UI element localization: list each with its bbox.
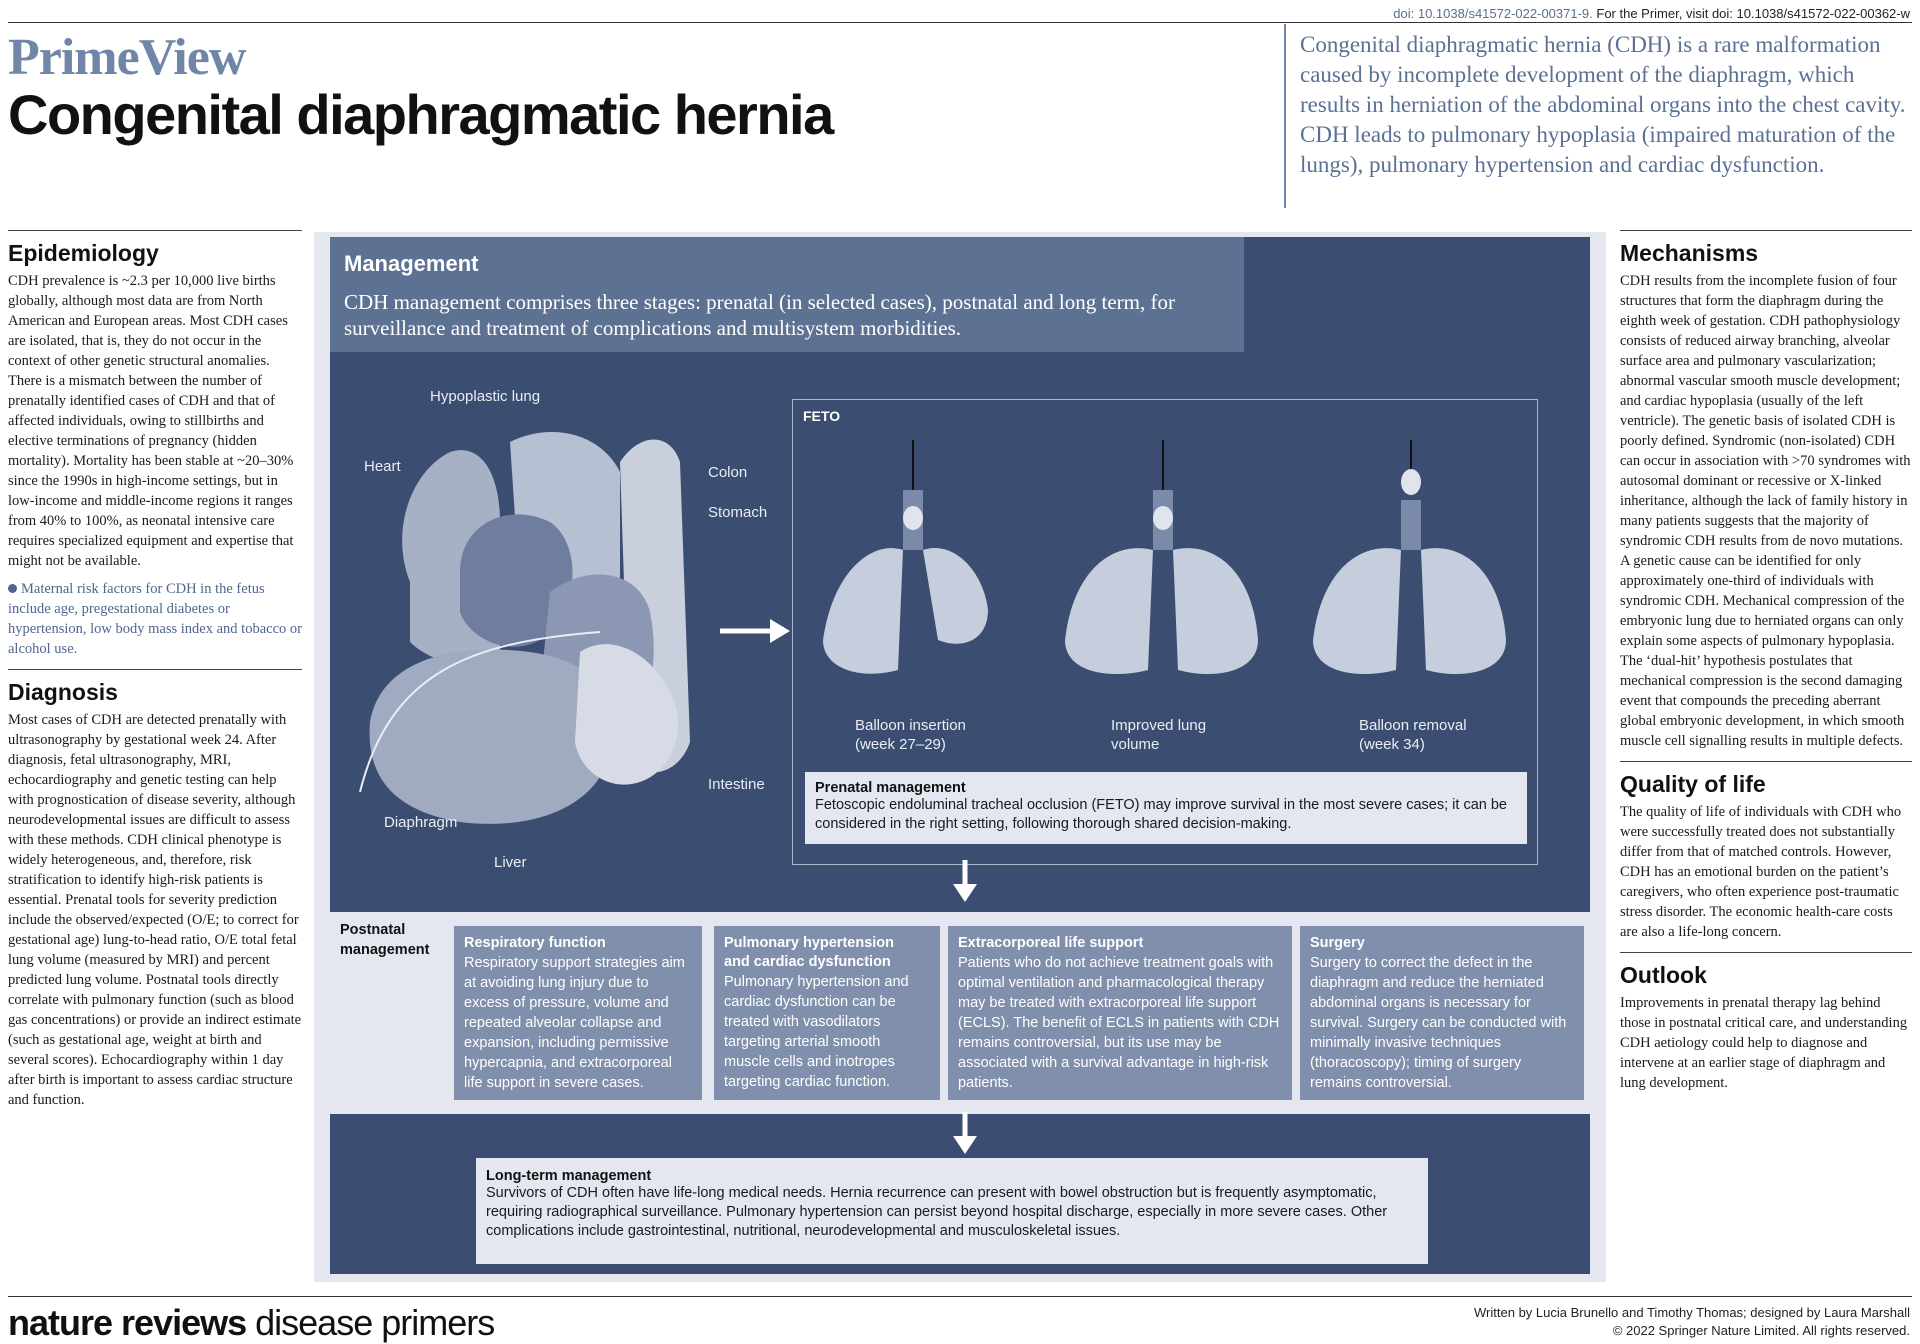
label-intestine: Intestine bbox=[708, 776, 765, 793]
intestine-shape bbox=[575, 644, 679, 785]
epidemiology-text: CDH prevalence is ~2.3 per 10,000 live b… bbox=[8, 273, 294, 569]
card-title-line2: and cardiac dysfunction bbox=[724, 954, 891, 970]
diagnosis-text: Most cases of CDH are detected prenatall… bbox=[8, 712, 302, 1108]
bullet-dot-icon bbox=[8, 584, 17, 593]
doi-line: doi: 10.1038/s41572-022-00371-9. For the… bbox=[1393, 6, 1910, 21]
feto-caption-3-line1: Balloon removal bbox=[1359, 717, 1467, 734]
feto-lungs-illustration bbox=[823, 440, 1506, 675]
quality-of-life-text: The quality of life of individuals with … bbox=[1620, 804, 1902, 940]
bottom-rule bbox=[8, 1296, 1912, 1297]
label-stomach: Stomach bbox=[708, 504, 768, 521]
divider bbox=[1620, 230, 1912, 231]
postnatal-label-line1: Postnatal bbox=[340, 922, 406, 938]
longterm-management-box: Long-term management Survivors of CDH of… bbox=[476, 1158, 1428, 1264]
credit-copyright: © 2022 Springer Nature Limited. All righ… bbox=[1612, 1323, 1910, 1338]
right-column: Mechanisms CDH results from the incomple… bbox=[1620, 230, 1912, 1093]
top-rule bbox=[8, 22, 1912, 23]
label-heart: Heart bbox=[364, 458, 401, 475]
liver-shape bbox=[369, 649, 613, 824]
page-title: Congenital diaphragmatic hernia bbox=[8, 83, 834, 146]
longterm-management-text: Survivors of CDH often have life-long me… bbox=[486, 1185, 1388, 1239]
card-text: Patients who do not achieve treatment go… bbox=[958, 955, 1280, 1091]
label-colon: Colon bbox=[708, 464, 748, 481]
journal-brand: nature reviews disease primers bbox=[8, 1302, 495, 1344]
epidemiology-heading: Epidemiology bbox=[8, 240, 159, 266]
quality-of-life-heading: Quality of life bbox=[1620, 771, 1766, 797]
card-title: Surgery bbox=[1310, 935, 1365, 951]
label-diaphragm: Diaphragm bbox=[384, 814, 458, 831]
brand-title: PrimeView bbox=[8, 29, 246, 86]
card-text: Pulmonary hypertension and cardiac dysfu… bbox=[724, 974, 909, 1090]
postnatal-card-ecls: Extracorporeal life support Patients who… bbox=[948, 926, 1292, 1100]
card-title: Extracorporeal life support bbox=[958, 935, 1144, 951]
journal-brand-bold: nature reviews bbox=[8, 1302, 247, 1343]
postnatal-card-surgery: Surgery Surgery to correct the defect in… bbox=[1300, 926, 1584, 1100]
label-liver: Liver bbox=[494, 854, 527, 871]
longterm-management-title: Long-term management bbox=[486, 1168, 652, 1184]
lung-stage-1 bbox=[823, 440, 988, 674]
down-arrow-icon bbox=[953, 860, 977, 902]
feto-caption-3: Balloon removal (week 34) bbox=[1359, 716, 1467, 754]
lung-stage-3 bbox=[1313, 440, 1506, 675]
footer-credit: Written by Lucia Brunello and Timothy Th… bbox=[1474, 1304, 1910, 1340]
management-header-box: Management CDH management comprises thre… bbox=[330, 237, 1244, 352]
feto-caption-1-line2: (week 27–29) bbox=[855, 736, 946, 753]
down-arrow-icon bbox=[953, 1112, 977, 1154]
feto-caption-2: Improved lung volume bbox=[1111, 716, 1206, 754]
divider bbox=[8, 230, 302, 231]
doi-primary[interactable]: doi: 10.1038/s41572-022-00371-9. bbox=[1393, 6, 1593, 21]
feto-caption-2-line2: volume bbox=[1111, 736, 1160, 753]
feto-caption-3-line2: (week 34) bbox=[1359, 736, 1425, 753]
feto-caption-2-line1: Improved lung bbox=[1111, 717, 1207, 734]
mechanisms-heading: Mechanisms bbox=[1620, 240, 1759, 266]
prenatal-management-box: Prenatal management Fetoscopic endolumin… bbox=[805, 772, 1527, 844]
postnatal-card-pulmonary: Pulmonary hypertension and cardiac dysfu… bbox=[714, 926, 940, 1100]
outlook-text: Improvements in prenatal therapy lag beh… bbox=[1620, 995, 1908, 1091]
management-description: CDH management comprises three stages: p… bbox=[344, 290, 1175, 340]
divider bbox=[8, 669, 302, 670]
feto-caption-1-line1: Balloon insertion bbox=[855, 717, 966, 734]
doi-secondary: For the Primer, visit doi: 10.1038/s4157… bbox=[1592, 6, 1910, 21]
left-column: Epidemiology CDH prevalence is ~2.3 per … bbox=[8, 230, 302, 1110]
journal-brand-light: disease primers bbox=[246, 1302, 495, 1343]
mechanisms-text: CDH results from the incomplete fusion o… bbox=[1620, 273, 1911, 749]
feto-frame: FETO bbox=[792, 399, 1538, 865]
card-text: Surgery to correct the defect in the dia… bbox=[1310, 955, 1567, 1091]
card-text: Respiratory support strategies aim at av… bbox=[464, 955, 685, 1091]
diaphragm-line bbox=[359, 631, 601, 793]
management-title: Management bbox=[344, 251, 479, 276]
prenatal-management-title: Prenatal management bbox=[815, 780, 966, 796]
epidemiology-note: Maternal risk factors for CDH in the fet… bbox=[8, 579, 302, 659]
management-panel: Management CDH management comprises thre… bbox=[314, 232, 1606, 1282]
feto-caption-1: Balloon insertion (week 27–29) bbox=[855, 716, 966, 754]
outlook-heading: Outlook bbox=[1620, 962, 1707, 988]
right-arrow-icon bbox=[720, 619, 790, 643]
prenatal-management-text: Fetoscopic endoluminal tracheal occlusio… bbox=[815, 797, 1507, 832]
epidemiology-note-text: Maternal risk factors for CDH in the fet… bbox=[8, 581, 302, 657]
postnatal-label: Postnatal management bbox=[340, 920, 429, 960]
anatomy-illustration bbox=[359, 432, 690, 824]
lung-stage-2 bbox=[1065, 440, 1258, 675]
divider bbox=[1620, 952, 1912, 953]
card-title: Pulmonary hypertension bbox=[724, 935, 895, 951]
lead-summary: Congenital diaphragmatic hernia (CDH) is… bbox=[1284, 24, 1914, 208]
feto-label: FETO bbox=[803, 408, 841, 424]
postnatal-label-line2: management bbox=[340, 942, 430, 958]
card-title: Respiratory function bbox=[464, 935, 606, 951]
credit-authors: Written by Lucia Brunello and Timothy Th… bbox=[1474, 1305, 1910, 1320]
label-hypoplastic-lung: Hypoplastic lung bbox=[430, 388, 541, 405]
diagnosis-heading: Diagnosis bbox=[8, 679, 118, 705]
heart-shape bbox=[460, 514, 573, 647]
postnatal-card-respiratory: Respiratory function Respiratory support… bbox=[454, 926, 702, 1100]
divider bbox=[1620, 761, 1912, 762]
